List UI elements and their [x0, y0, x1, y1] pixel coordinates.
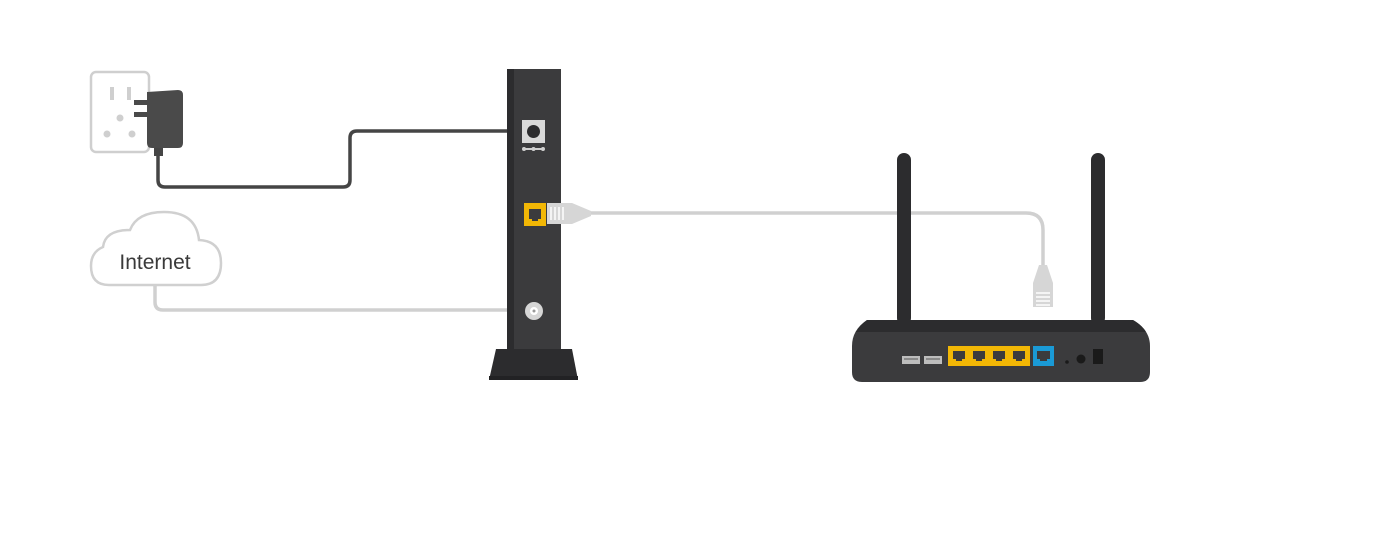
ethernet-plug-modem	[547, 203, 591, 224]
ethernet-plug-router	[1033, 265, 1053, 307]
cable-modem	[489, 69, 578, 380]
router-reset-hole	[1065, 360, 1069, 364]
router-power-jack	[1076, 354, 1086, 364]
internet-label: Internet	[119, 251, 190, 274]
modem-ethernet-port	[524, 203, 546, 226]
router-antenna-left	[897, 153, 911, 325]
router-antenna-right	[1091, 153, 1105, 325]
router-power-button	[1093, 349, 1103, 364]
ethernet-cable	[588, 211, 1045, 268]
modem-power-port	[522, 120, 545, 151]
coax-cable	[153, 282, 528, 312]
cloud-icon: Internet	[89, 210, 223, 287]
router-wan-port	[1033, 346, 1054, 366]
power-adapter-icon	[134, 90, 183, 156]
modem-coax-port	[525, 302, 543, 320]
power-cable	[156, 129, 524, 189]
router-usb-ports	[902, 356, 942, 364]
wireless-router	[852, 153, 1150, 382]
modem-stand	[489, 349, 578, 380]
router-lan-ports	[948, 346, 1030, 366]
